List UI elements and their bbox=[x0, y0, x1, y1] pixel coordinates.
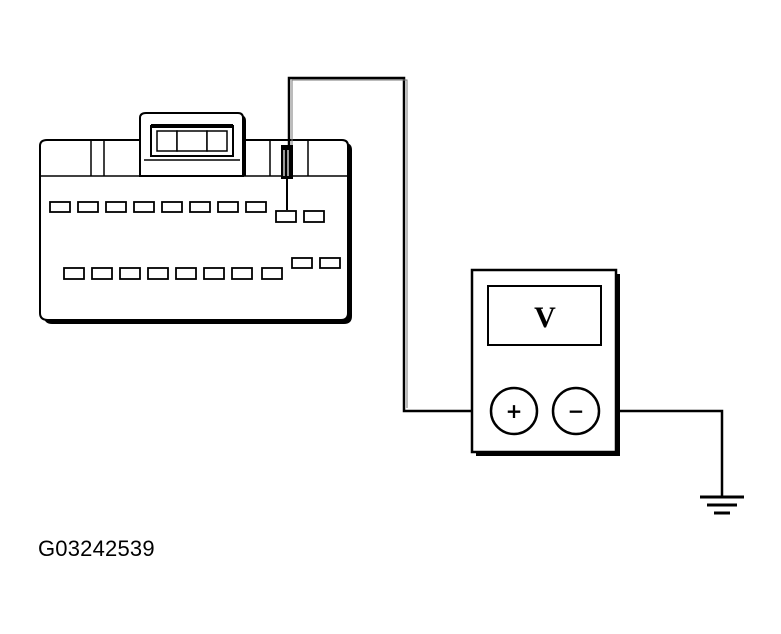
pin-cavity bbox=[303, 210, 325, 223]
connector bbox=[39, 112, 352, 324]
negative-lead bbox=[599, 409, 724, 497]
plus-icon: + bbox=[506, 399, 523, 423]
pin-row-lower bbox=[63, 257, 341, 280]
pin-cavity bbox=[49, 201, 71, 213]
positive-lead bbox=[287, 76, 490, 413]
pin-cavity bbox=[291, 257, 313, 269]
pin-cavity bbox=[175, 267, 197, 280]
pin-cavity bbox=[203, 267, 225, 280]
test-probe bbox=[281, 145, 293, 210]
pin-cavity bbox=[161, 201, 183, 213]
negative-terminal: − bbox=[551, 386, 601, 436]
pin-cavity bbox=[245, 201, 267, 213]
pin-cavity bbox=[319, 257, 341, 269]
pin-cavity bbox=[63, 267, 85, 280]
pin-cavity bbox=[91, 267, 113, 280]
pin-cavity bbox=[261, 267, 283, 280]
pin-cavity bbox=[217, 201, 239, 213]
pin-cavity bbox=[275, 210, 297, 223]
test-leads bbox=[287, 76, 724, 497]
voltmeter: V + − bbox=[470, 268, 620, 456]
minus-icon: − bbox=[568, 399, 585, 423]
positive-terminal: + bbox=[489, 386, 539, 436]
pin-cavity bbox=[105, 201, 127, 213]
pin-cavity bbox=[147, 267, 169, 280]
figure-id: G03242539 bbox=[38, 536, 155, 561]
pin-row-upper bbox=[49, 201, 325, 223]
voltmeter-unit-label: V bbox=[534, 301, 556, 334]
pin-cavity bbox=[77, 201, 99, 213]
pin-cavity bbox=[133, 201, 155, 213]
pin-cavity bbox=[231, 267, 253, 280]
connector-lock-tab bbox=[139, 112, 246, 177]
pin-cavity bbox=[119, 267, 141, 280]
pin-cavity bbox=[189, 201, 211, 213]
ground-icon bbox=[700, 495, 744, 515]
voltmeter-display bbox=[487, 285, 602, 346]
positive-lead-shadow bbox=[291, 79, 408, 408]
